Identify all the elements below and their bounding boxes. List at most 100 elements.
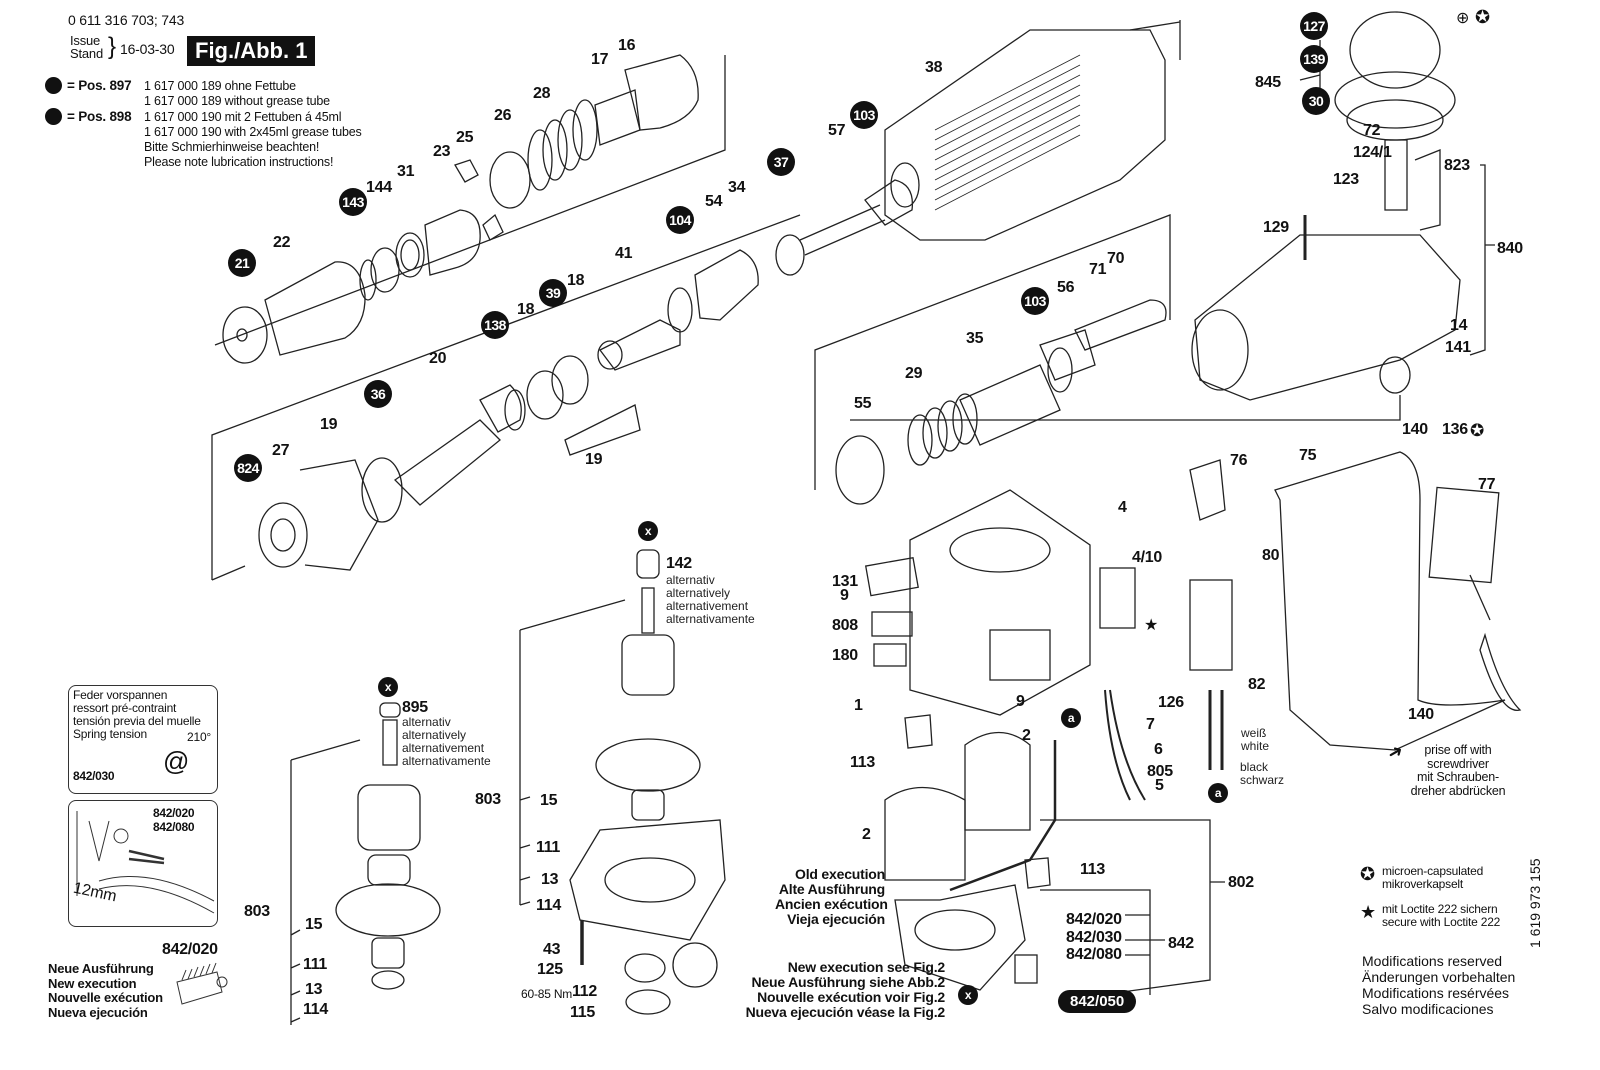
- callout-131: 131: [832, 573, 858, 590]
- switch-4: [1099, 567, 1136, 629]
- callout-31: 31: [397, 163, 415, 180]
- cap-55: [835, 435, 885, 505]
- grease-dot-icon: [45, 108, 62, 125]
- microencapsulated-legend-icon: ✪: [1360, 864, 1376, 884]
- torx-icon: ⊕: [1456, 10, 1470, 27]
- callout-842-020: 842/020: [1066, 911, 1122, 928]
- callout-77: 77: [1478, 476, 1496, 493]
- part-17: [594, 89, 641, 146]
- callout-9-label: 9: [840, 587, 849, 604]
- grease-dot-icon: [45, 77, 62, 94]
- part-23: [424, 209, 481, 276]
- callout-808: 808: [832, 617, 858, 634]
- pos897-line1: 1 617 000 189 ohne Fettube: [144, 79, 296, 93]
- badge-143: 143: [339, 188, 367, 216]
- fan-15a: [335, 883, 441, 937]
- brush-inset-drawing: [76, 811, 215, 914]
- loctite-legend: mit Loctite 222 sichern secure with Loct…: [1382, 903, 1500, 929]
- callout-115: 115: [570, 1004, 595, 1021]
- part-41: [599, 319, 681, 371]
- tube-35: [959, 364, 1061, 446]
- callout-142: 142: [666, 555, 692, 572]
- part-26: [489, 151, 531, 209]
- callout-7: 7: [1146, 716, 1155, 733]
- screwdriver: [1469, 574, 1522, 711]
- prise-line1: prise off with: [1424, 743, 1492, 757]
- callout-23: 23: [433, 143, 451, 160]
- brush-inset: 842/020 842/080 12mm: [68, 800, 218, 927]
- spring-part-number: 842/030: [73, 769, 115, 783]
- callout-126: 126: [1158, 694, 1184, 711]
- issue-label-de: Stand: [70, 46, 103, 61]
- clip-113a: [904, 714, 933, 749]
- brush-842-050: [1014, 954, 1038, 984]
- callout-19-flange: 19: [320, 416, 338, 433]
- torque-pattern: [672, 942, 718, 988]
- callout-55: 55: [854, 395, 872, 412]
- alt-de: alternativ: [402, 715, 451, 729]
- callout-180: 180: [832, 647, 858, 664]
- piston-70: [1074, 299, 1167, 351]
- callout-113-top: 113: [850, 754, 875, 771]
- callout-113-bottom: 113: [1080, 861, 1105, 878]
- brush-inset-part-1: 842/020: [153, 806, 195, 820]
- callout-6: 6: [1154, 741, 1163, 758]
- frame-middle-left-bottom: [211, 565, 246, 581]
- badge-x-142: x: [638, 521, 658, 541]
- alternative-895-notes: alternativ alternatively alternativement…: [402, 716, 491, 768]
- callout-144: 144: [366, 179, 392, 196]
- callout-14: 14: [1450, 317, 1468, 334]
- prise-line2: screwdriver: [1427, 756, 1489, 771]
- spiral-spring-icon: @: [163, 746, 190, 776]
- callout-123: 123: [1333, 171, 1359, 188]
- pos898-label: = Pos. 898: [67, 109, 132, 124]
- prise-line3: mit Schrauben-: [1417, 770, 1499, 784]
- callout-35: 35: [966, 330, 984, 347]
- torque-value: 60-85 Nm: [521, 987, 573, 1001]
- frame-cylinder: [814, 214, 1171, 490]
- bracket-43: [569, 819, 726, 941]
- new-exec-es: Nueva ejecución: [48, 1004, 148, 1020]
- issue-brace: }: [108, 33, 116, 60]
- spring-28: [527, 99, 598, 191]
- part-54: [694, 249, 759, 321]
- alt-en: alternatively: [666, 586, 731, 600]
- microencapsulated-icon: ✪: [1475, 7, 1491, 27]
- badge-104: 104: [666, 206, 694, 234]
- spring-es: tensión previa del muelle: [73, 714, 201, 728]
- callout-25: 25: [456, 129, 474, 146]
- gear-72: [1346, 99, 1444, 141]
- callout-71: 71: [1089, 261, 1107, 278]
- housing-38: [884, 29, 1166, 241]
- badge-103-cylinder: 103: [1021, 287, 1049, 315]
- new-execution-see-fig2: New execution see Fig.2 Neue Ausführung …: [735, 960, 946, 1020]
- callout-13-right: 13: [541, 871, 559, 888]
- callout-111-right: 111: [536, 839, 561, 856]
- callout-56: 56: [1057, 279, 1075, 296]
- badge-39: 39: [539, 279, 567, 307]
- mods-es: Salvo modificaciones: [1362, 1001, 1494, 1017]
- lubrication-note-de: Bitte Schmierhinweise beachten!: [144, 140, 320, 154]
- label-808: [871, 611, 913, 637]
- loctite-star-icon: ★: [1144, 617, 1159, 634]
- frame-middle-left: [211, 214, 801, 580]
- callout-34: 34: [728, 179, 746, 196]
- callout-140-bottom: 140: [1408, 706, 1434, 723]
- callout-842-050: 842/050: [1058, 990, 1137, 1013]
- loctite-en: secure with Loctite 222: [1382, 915, 1501, 929]
- part-number: 0 611 316 703; 743: [68, 12, 185, 28]
- frame-motor: [1129, 20, 1181, 60]
- callout-895: 895: [402, 699, 428, 716]
- alt-de: alternativ: [666, 573, 715, 587]
- see-fig2-fr: Nouvelle exécution voir Fig.2: [757, 989, 945, 1005]
- callout-805: 805: [1147, 763, 1173, 780]
- loctite-legend-icon: ★: [1360, 902, 1377, 922]
- callout-13-left: 13: [305, 981, 323, 998]
- micro-de: mikroverkapselt: [1382, 877, 1464, 891]
- alt-es: alternativamente: [666, 612, 755, 626]
- callout-140-top: 140: [1402, 421, 1428, 438]
- callout-5: 5: [1155, 777, 1164, 794]
- badge-139: 139: [1300, 45, 1328, 73]
- callout-15-right: 15: [540, 792, 558, 809]
- callout-129: 129: [1263, 219, 1289, 236]
